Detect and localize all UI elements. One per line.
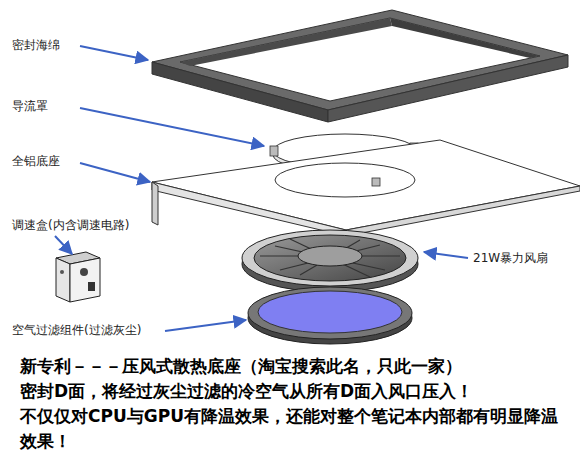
part-label: 密封海绵 [12, 38, 60, 52]
part-label: 空气过滤组件(过滤灰尘) [12, 323, 141, 337]
part-label: 全铝底座 [12, 154, 60, 168]
part-label: 调速盒(内含调速电路) [12, 218, 129, 232]
leader-arrow [424, 252, 468, 258]
leader-arrow [80, 163, 150, 182]
fan [242, 230, 418, 292]
part-label: 21W暴力风扇 [473, 251, 548, 265]
aluminium-base [152, 140, 580, 236]
leader-arrows [55, 46, 468, 331]
leader-arrow [80, 46, 148, 60]
air-filter [248, 287, 412, 344]
speed-box [56, 252, 100, 302]
note-text: 不仅仅对CPU与GPU有降温效果，还能对整个笔记本内部都有明显降温效果！ [20, 404, 570, 454]
part-label: 导流罩 [12, 99, 48, 113]
note-text: 密封D面，将经过灰尘过滤的冷空气从所有D面入风口压入！ [20, 379, 575, 404]
leader-arrow [80, 108, 264, 146]
leader-arrow [55, 236, 72, 254]
sponge-frame [152, 10, 568, 122]
leader-arrow [165, 320, 246, 331]
note-text: 新专利－－－压风式散热底座（淘宝搜索此名，只此一家） [20, 354, 575, 379]
